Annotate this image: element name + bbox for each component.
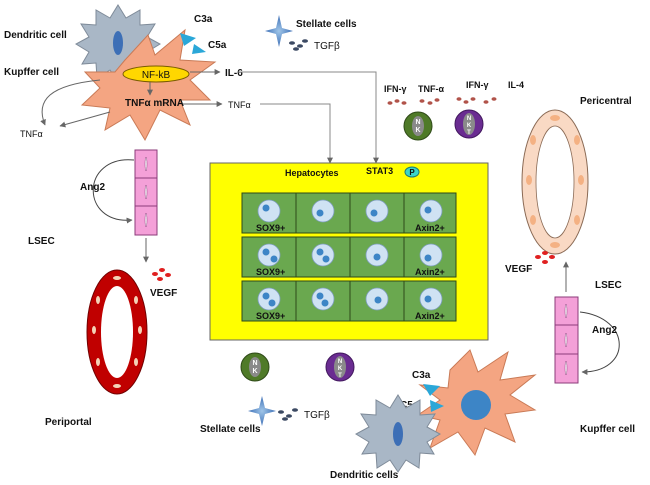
phospho-label: P xyxy=(409,168,415,177)
c5a-top-label: C5a xyxy=(208,40,227,51)
hepatocytes-label: Hepatocytes xyxy=(285,168,339,178)
nk-cell-green-top: N K xyxy=(403,111,433,141)
arrow-il6-to-stat3 xyxy=(238,71,379,164)
tnfa-mrna-label: TNFα mRNA xyxy=(125,98,184,109)
tgfb-dots-top xyxy=(289,39,308,51)
stellate-star-top xyxy=(265,15,293,47)
row1-axin2-label: Axin2+ xyxy=(415,223,445,233)
nkt-top-k: K xyxy=(467,123,472,129)
nkt-bottom-t: T xyxy=(338,373,342,379)
dendritic-cell-top-label: Dendritic cell xyxy=(4,30,67,41)
pericentral-label: Pericentral xyxy=(580,96,632,107)
kupffer-cell-top-label: Kupffer cell xyxy=(4,67,59,78)
ifn-gamma-1-label: IFN-γ xyxy=(384,84,407,94)
kupffer-cell-bottom xyxy=(416,349,537,457)
c3a-bottom-label: C3a xyxy=(412,370,431,381)
stellate-cells-top-label: Stellate cells xyxy=(296,19,357,30)
pericentral-vessel xyxy=(521,109,589,255)
stellate-star-bottom xyxy=(248,396,276,426)
ang2-right-label: Ang2 xyxy=(592,325,617,336)
periportal-label: Periportal xyxy=(45,417,92,428)
row3-sox9-label: SOX9+ xyxy=(256,311,285,321)
nkt-top-n: N xyxy=(467,116,471,122)
nfkb-oval xyxy=(122,65,190,83)
vegf-dots-left xyxy=(152,268,171,281)
ang2-left-loop xyxy=(92,159,135,224)
vegf-dots-right xyxy=(535,251,555,264)
lsec-left xyxy=(134,149,158,236)
arrow-tnfa-to-hepatocytes xyxy=(260,103,333,164)
nfkb-label: NF-kB xyxy=(142,70,171,81)
c3a-triangle-bottom xyxy=(423,384,440,396)
c5a-triangle-bottom xyxy=(430,400,444,412)
row1-sox9-label: SOX9+ xyxy=(256,223,285,233)
cytokine-dots-top xyxy=(387,97,497,105)
nk-green-top-n: N xyxy=(415,119,420,126)
nkt-cell-purple-bottom: N K T xyxy=(325,352,355,382)
ang2-right-loop xyxy=(579,311,620,375)
nk-cell-green-bottom: N K xyxy=(240,352,270,382)
tnfa-right-label: TNFα xyxy=(228,100,251,110)
ang2-left-label: Ang2 xyxy=(80,182,105,193)
tgfb-top-label: TGFβ xyxy=(314,41,340,52)
periportal-vessel xyxy=(86,269,148,395)
hepatocyte-row-2 xyxy=(241,236,457,278)
tnf-alpha-2-label: TNF-α xyxy=(418,84,444,94)
il4-label: IL-4 xyxy=(508,80,524,90)
nkt-bottom-n: N xyxy=(338,359,342,365)
row3-axin2-label: Axin2+ xyxy=(415,311,445,321)
tgfb-dots-bottom xyxy=(278,408,298,421)
ifn-gamma-3-label: IFN-γ xyxy=(466,80,489,90)
nkt-top-t: T xyxy=(467,130,471,136)
nk-green-bottom-n: N xyxy=(252,360,257,367)
nk-green-bottom-k: K xyxy=(252,368,257,375)
lsec-right xyxy=(554,296,579,384)
arrow-curve-left xyxy=(40,79,101,126)
c3a-top-label: C3a xyxy=(194,14,213,25)
dendritic-cell-bottom xyxy=(354,394,442,473)
hepatocyte-row-1 xyxy=(241,192,457,234)
lsec-left-label: LSEC xyxy=(28,236,55,247)
arrow-to-tnfa-left xyxy=(59,111,111,128)
dendritic-cells-bottom-label: Dendritic cells xyxy=(330,470,399,481)
vegf-right-label: VEGF xyxy=(505,264,532,275)
nk-green-top-k: K xyxy=(415,127,420,134)
stellate-cells-bottom-label: Stellate cells xyxy=(200,424,261,435)
tnfa-left-label: TNFα xyxy=(20,129,43,139)
lsec-right-label: LSEC xyxy=(595,280,622,291)
nkt-cell-purple-top: N K T xyxy=(454,109,484,139)
row2-sox9-label: SOX9+ xyxy=(256,267,285,277)
phospho-badge xyxy=(404,166,420,178)
row2-axin2-label: Axin2+ xyxy=(415,267,445,277)
nkt-bottom-k: K xyxy=(338,366,343,372)
il6-label: IL-6 xyxy=(225,68,243,79)
c3a-triangle-top xyxy=(180,33,196,46)
hepatocyte-row-3 xyxy=(241,280,457,322)
stat3-label: STAT3 xyxy=(366,166,393,176)
c5a-triangle-top xyxy=(192,44,206,54)
tgfb-bottom-label: TGFβ xyxy=(304,410,330,421)
kupffer-cell-bottom-label: Kupffer cell xyxy=(580,424,635,435)
vegf-left-label: VEGF xyxy=(150,288,177,299)
